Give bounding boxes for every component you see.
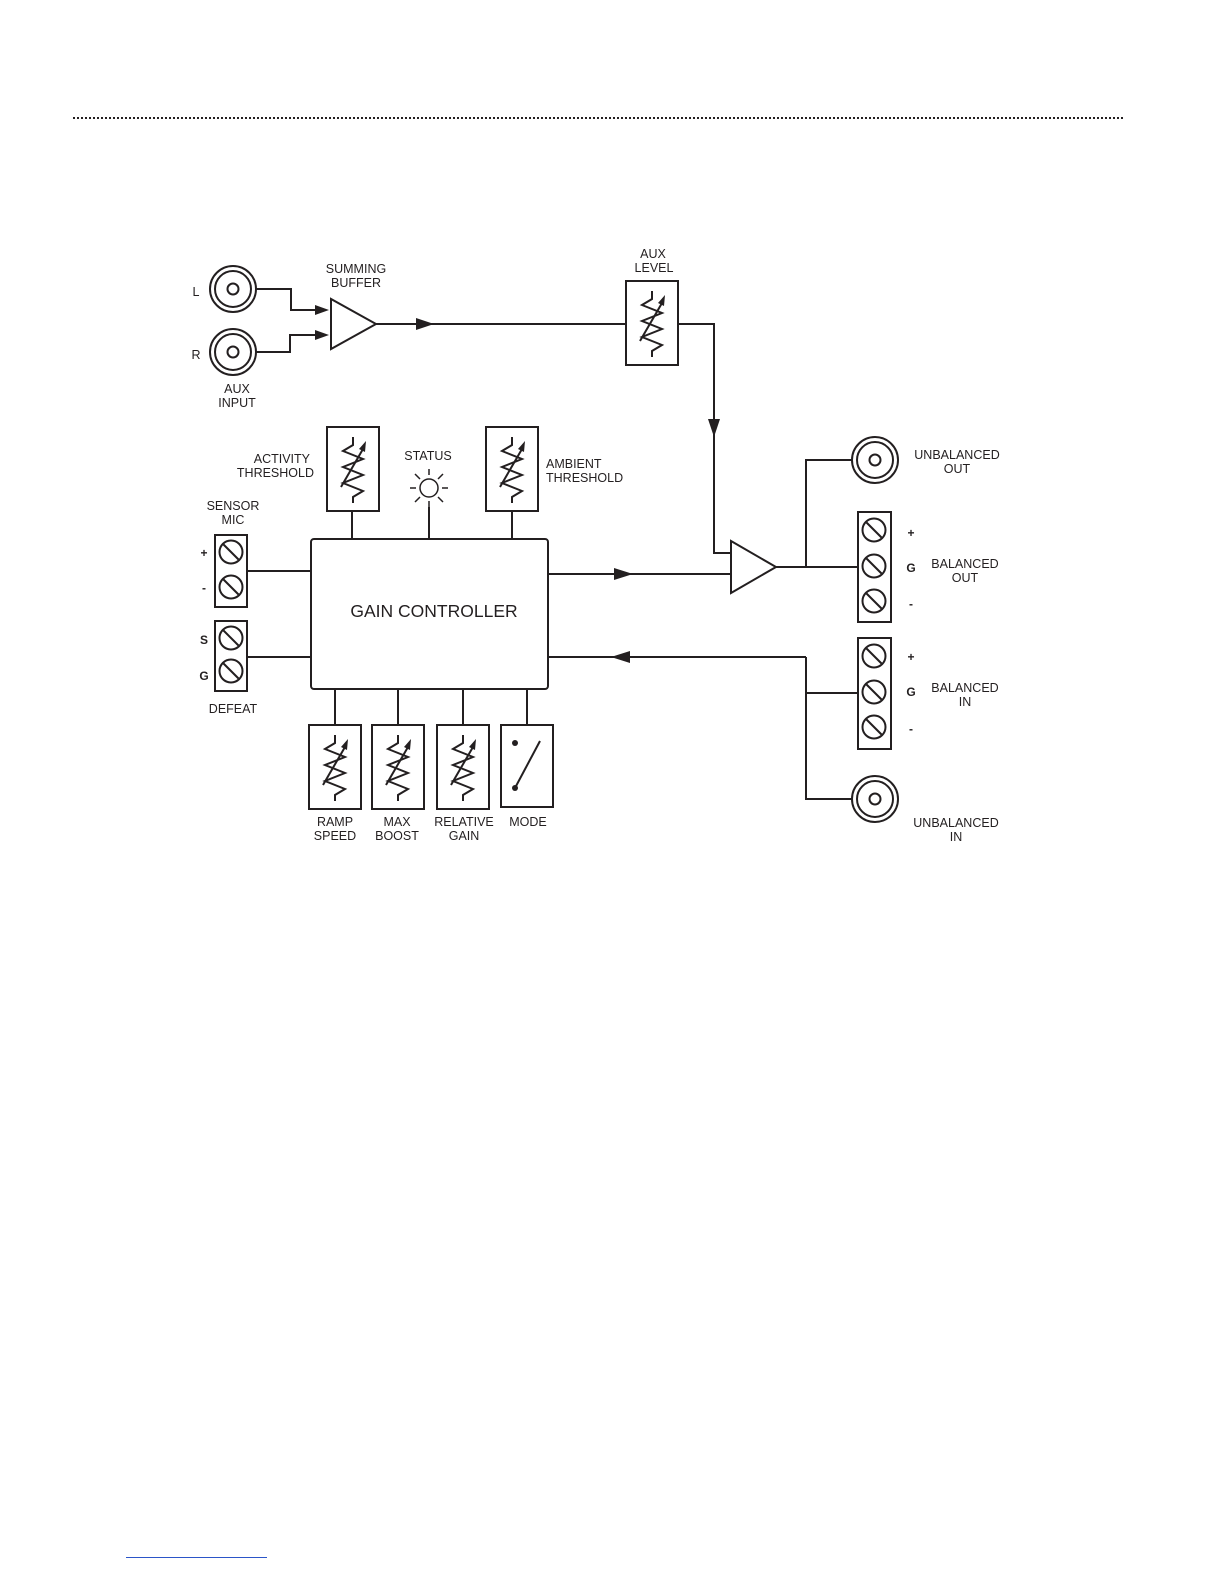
defeat-label: DEFEAT [209, 702, 258, 716]
summing-buffer-amp [331, 299, 376, 349]
wire-output-amp-to-unbalanced-out [806, 460, 852, 567]
relative-gain-label-line2: GAIN [449, 829, 480, 843]
sensor-mic-minus-screw [220, 576, 243, 599]
sensor-mic-plus-screw [220, 541, 243, 564]
activity-threshold-pot [327, 427, 379, 511]
wire-unbalanced-in [806, 657, 852, 799]
balanced-in-minus-screw [863, 716, 886, 739]
ambient-threshold-label-line1: AMBIENT [546, 457, 602, 471]
arrow-aux-right [315, 330, 329, 340]
balanced-out-pin-g: G [906, 561, 915, 575]
aux-input-label-line2: INPUT [218, 396, 256, 410]
balanced-out-label-line2: OUT [952, 571, 979, 585]
wire-aux-right [256, 335, 320, 352]
ambient-threshold-label-line2: THRESHOLD [546, 471, 623, 485]
gain-controller-label: GAIN CONTROLLER [350, 601, 517, 621]
balanced-in-plus-screw [863, 645, 886, 668]
ramp-speed-pot [309, 725, 361, 809]
balanced-in-pin-g: G [906, 685, 915, 699]
arrow-controller-out [614, 568, 633, 580]
status-label: STATUS [404, 449, 451, 463]
mode-switch-icon [501, 725, 553, 807]
aux-level-label-line1: AUX [640, 247, 666, 261]
aux-input-left-jack [210, 266, 256, 312]
aux-input-right-jack [210, 329, 256, 375]
aux-input-right-label: R [191, 348, 200, 362]
balanced-in-pin-plus: + [907, 650, 914, 664]
sensor-mic-label-line2: MIC [222, 513, 245, 527]
balanced-in-pin-minus: - [909, 722, 913, 736]
defeat-s-screw [220, 627, 243, 650]
unbalanced-in-jack [852, 776, 898, 822]
sensor-mic-pin-minus: - [202, 581, 206, 595]
arrow-input-to-controller [611, 651, 630, 663]
defeat-pin-g: G [199, 669, 208, 683]
ramp-speed-label-line1: RAMP [317, 815, 353, 829]
aux-input-left-label: L [193, 285, 200, 299]
max-boost-pot [372, 725, 424, 809]
mode-label: MODE [509, 815, 547, 829]
status-led-icon [410, 469, 448, 507]
footer-link-underline[interactable] [126, 1557, 267, 1558]
unbalanced-in-label-line1: UNBALANCED [913, 816, 998, 830]
sensor-mic-label-line1: SENSOR [207, 499, 260, 513]
balanced-in-g-screw [863, 681, 886, 704]
summing-buffer-label-line2: BUFFER [331, 276, 381, 290]
defeat-g-screw [220, 660, 243, 683]
max-boost-label-line2: BOOST [375, 829, 419, 843]
arrow-aux-level-down [708, 419, 720, 437]
relative-gain-label-line1: RELATIVE [434, 815, 494, 829]
aux-input-label-line1: AUX [224, 382, 250, 396]
output-amp [731, 541, 776, 593]
wire-aux-left [256, 289, 320, 310]
aux-level-label-line2: LEVEL [635, 261, 674, 275]
ramp-speed-label-line2: SPEED [314, 829, 356, 843]
aux-level-pot [626, 281, 678, 365]
relative-gain-pot [437, 725, 489, 809]
balanced-out-pin-minus: - [909, 597, 913, 611]
balanced-in-label-line2: IN [959, 695, 972, 709]
unbalanced-out-label-line1: UNBALANCED [914, 448, 999, 462]
balanced-out-pin-plus: + [907, 526, 914, 540]
sensor-mic-pin-plus: + [200, 546, 207, 560]
unbalanced-out-jack [852, 437, 898, 483]
activity-threshold-label-line1: ACTIVITY [254, 452, 311, 466]
arrow-buffer-out [416, 318, 434, 330]
unbalanced-out-label-line2: OUT [944, 462, 971, 476]
defeat-pin-s: S [200, 633, 208, 647]
max-boost-label-line1: MAX [383, 815, 411, 829]
balanced-in-label-line1: BALANCED [931, 681, 998, 695]
balanced-out-label-line1: BALANCED [931, 557, 998, 571]
balanced-out-plus-screw [863, 519, 886, 542]
unbalanced-in-label-line2: IN [950, 830, 963, 844]
ambient-threshold-pot [486, 427, 538, 511]
summing-buffer-label-line1: SUMMING [326, 262, 386, 276]
activity-threshold-label-line2: THRESHOLD [237, 466, 314, 480]
balanced-out-g-screw [863, 555, 886, 578]
balanced-out-minus-screw [863, 590, 886, 613]
wire-aux-level-to-output-amp [678, 324, 731, 553]
arrow-aux-left [315, 305, 329, 315]
